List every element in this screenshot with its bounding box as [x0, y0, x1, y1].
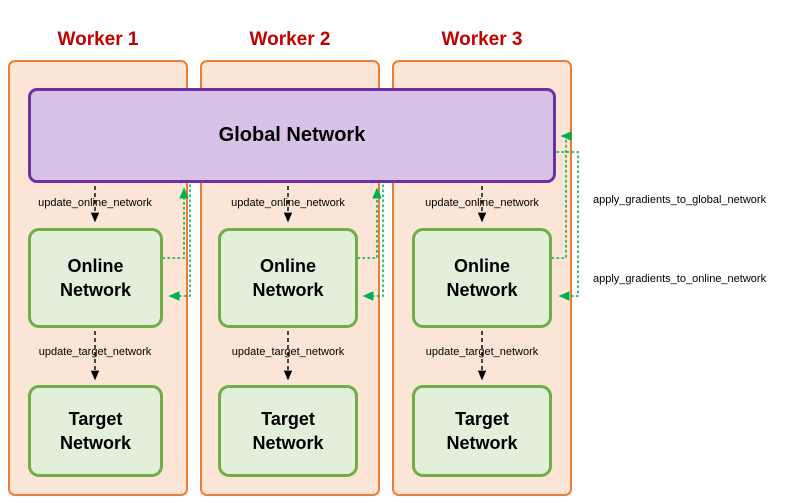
- update-target-label-2: update_target_network: [231, 346, 345, 358]
- worker-1-title: Worker 1: [57, 29, 139, 50]
- apply-gradients-global-arrow-2: [357, 187, 382, 259]
- target-network-label-1: Target Network: [59, 409, 131, 453]
- update-online-label-1: update_online_network: [38, 197, 152, 209]
- apply-gradients-online-arrow-2: [362, 184, 384, 301]
- update-target-label-3: update_target_network: [425, 346, 539, 358]
- online-network-label-2: Online Network: [252, 256, 324, 300]
- apply-gradients-online-label: apply_gradients_to_online_network: [593, 273, 767, 285]
- online-network-box-1: Online Network: [28, 228, 163, 328]
- target-network-box-2: Target Network: [218, 385, 358, 477]
- target-network-box-1: Target Network: [28, 385, 163, 477]
- global-network-label: Global Network: [218, 124, 366, 146]
- apply-gradients-global-arrow-1: [162, 187, 189, 259]
- target-network-box-3: Target Network: [412, 385, 552, 477]
- update-online-label-2: update_online_network: [231, 197, 345, 209]
- apply-gradients-online-arrow-3: [556, 151, 579, 301]
- update-online-label-3: update_online_network: [425, 197, 539, 209]
- apply-gradients-global-arrow-3: [551, 131, 572, 259]
- online-network-label-1: Online Network: [59, 256, 131, 300]
- online-network-box-2: Online Network: [218, 228, 358, 328]
- apply-gradients-online-arrow-1: [168, 184, 191, 301]
- worker-3-title: Worker 3: [441, 29, 523, 50]
- online-network-box-3: Online Network: [412, 228, 552, 328]
- update-target-label-1: update_target_network: [38, 346, 152, 358]
- apply-gradients-global-label: apply_gradients_to_global_network: [593, 194, 767, 206]
- global-network-box: Global Network: [28, 88, 556, 183]
- target-network-label-2: Target Network: [252, 409, 324, 453]
- online-network-label-3: Online Network: [446, 256, 518, 300]
- worker-2-title: Worker 2: [249, 29, 331, 50]
- target-network-label-3: Target Network: [446, 409, 518, 453]
